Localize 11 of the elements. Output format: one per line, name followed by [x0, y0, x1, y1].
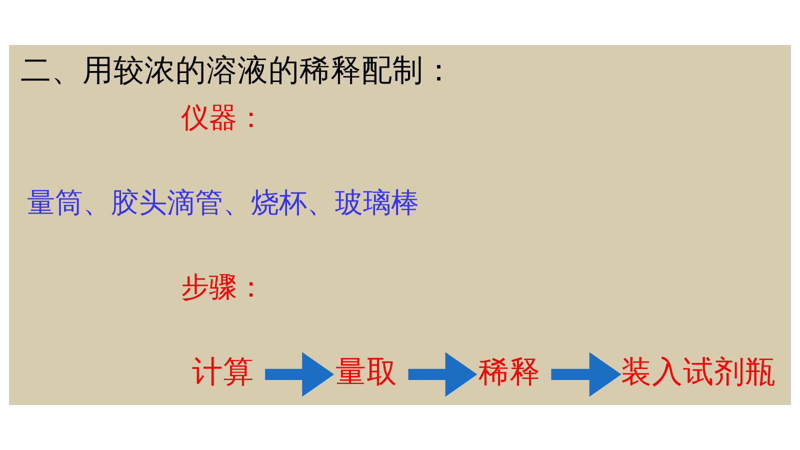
arrow — [408, 352, 478, 397]
node-text: 计算 — [192, 355, 254, 390]
node-text: 装入试剂瓶 — [620, 355, 776, 390]
label: 步骤： — [181, 270, 266, 304]
node-text: 量取 — [335, 355, 398, 390]
label: 仪器： — [181, 101, 266, 134]
arrow — [265, 352, 334, 397]
diagram-title: 二、用较浓的溶液的稀释配制： — [20, 54, 455, 89]
label: 量筒、胶头滴管、烧杯、玻璃棒 — [27, 186, 420, 219]
node-text: 稀释 — [478, 355, 540, 390]
arrow — [551, 352, 622, 397]
